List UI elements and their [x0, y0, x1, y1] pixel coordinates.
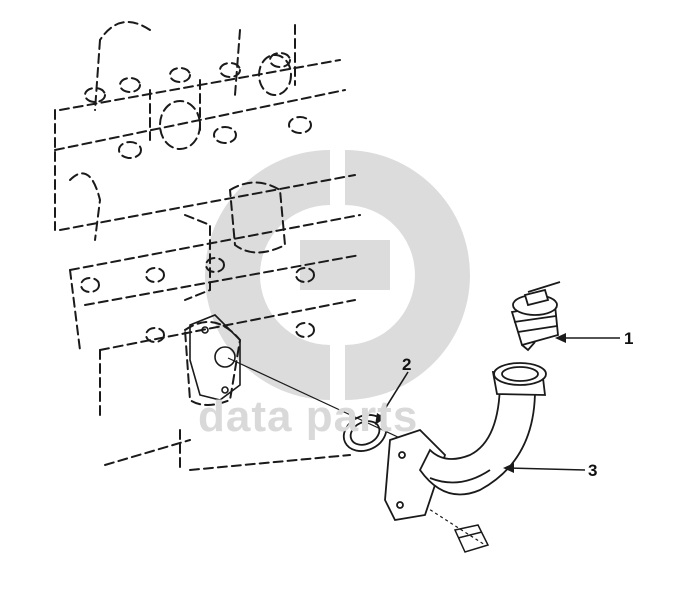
arrowhead-1	[555, 333, 566, 343]
engine-block	[54, 21, 361, 471]
callout-1: 1	[624, 329, 634, 348]
watermark-text: data parts	[198, 392, 419, 441]
callout-3: 3	[588, 461, 598, 480]
arrowhead-2	[375, 413, 385, 425]
leader-3	[507, 467, 586, 471]
strainer-plug	[510, 281, 561, 352]
leader-2	[377, 371, 409, 421]
block-mounting-pad	[189, 314, 241, 401]
suction-tube	[384, 362, 547, 521]
gasket	[342, 414, 388, 452]
leader-lines	[377, 337, 620, 471]
arrowhead-3	[503, 463, 514, 473]
watermark-logo	[205, 150, 470, 400]
leader-arrowheads	[375, 333, 566, 473]
mounting-bolt	[453, 524, 490, 553]
callout-2: 2	[402, 355, 412, 374]
